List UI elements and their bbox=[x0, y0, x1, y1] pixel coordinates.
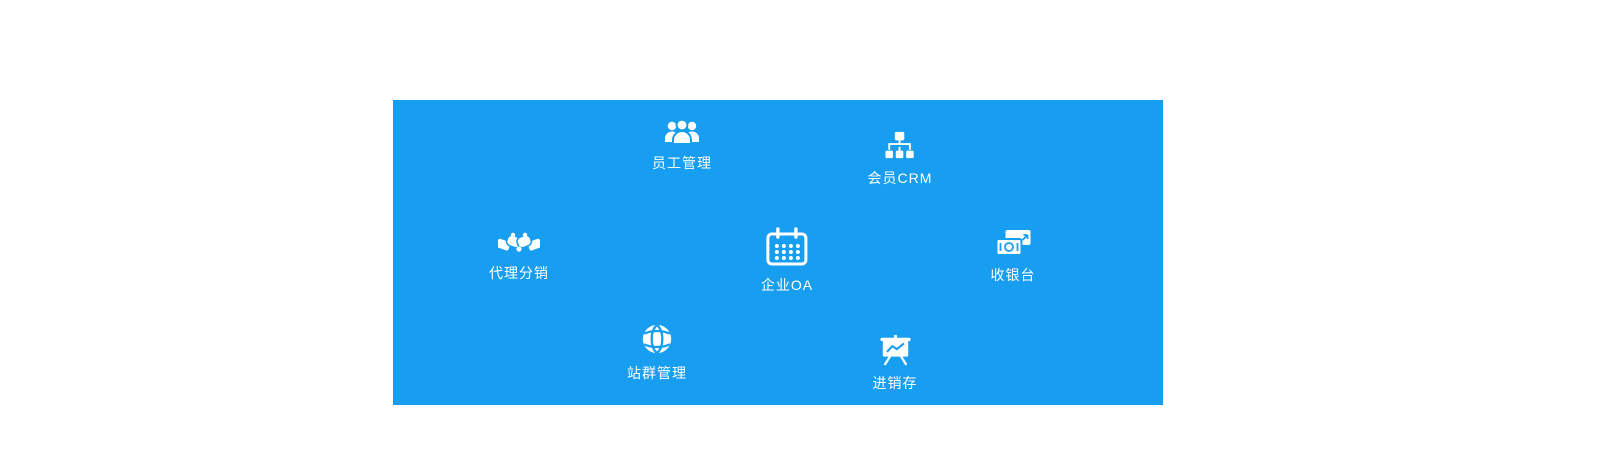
feature-item-cashier: 收银台 bbox=[991, 228, 1036, 285]
handshake-icon bbox=[498, 228, 540, 256]
feature-item-member-crm: 会员CRM bbox=[868, 130, 933, 188]
globe-icon bbox=[640, 322, 674, 356]
feature-item-employee-management: 员工管理 bbox=[652, 118, 712, 173]
feature-label: 员工管理 bbox=[652, 155, 712, 171]
feature-label: 代理分销 bbox=[489, 265, 549, 281]
feature-item-enterprise-oa: 企业OA bbox=[761, 226, 813, 295]
feature-label: 会员CRM bbox=[867, 170, 933, 186]
org-chart-icon bbox=[883, 130, 917, 161]
people-group-icon bbox=[663, 118, 701, 146]
feature-item-site-group-management: 站群管理 bbox=[627, 322, 687, 383]
features-panel: 员工管理 会员CRM bbox=[393, 100, 1163, 405]
feature-label: 企业OA bbox=[760, 277, 814, 293]
presentation-chart-icon bbox=[878, 334, 912, 366]
feature-label: 收银台 bbox=[990, 267, 1036, 283]
cash-icon bbox=[994, 228, 1032, 258]
feature-item-inventory: 进销存 bbox=[873, 334, 918, 393]
calendar-icon bbox=[764, 226, 810, 268]
feature-label: 站群管理 bbox=[627, 365, 687, 381]
feature-label: 进销存 bbox=[872, 375, 918, 391]
feature-item-agent-distribution: 代理分销 bbox=[489, 228, 549, 283]
